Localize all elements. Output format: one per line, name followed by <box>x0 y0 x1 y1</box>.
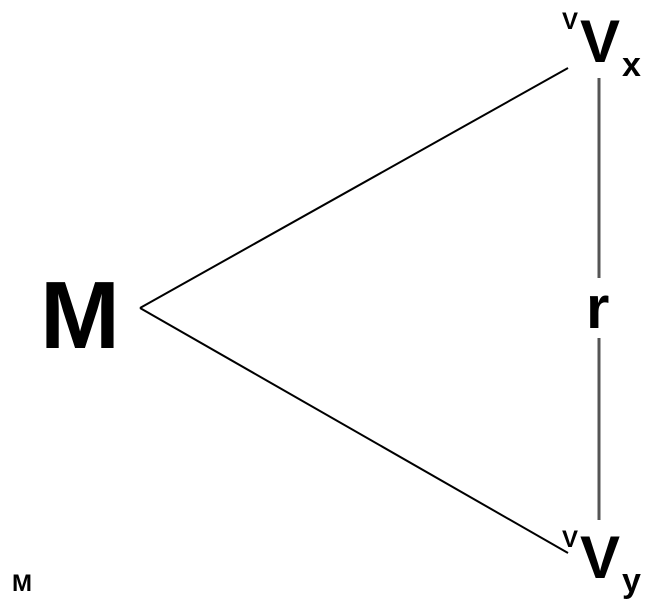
node-vx-base: V <box>580 8 621 75</box>
caption-label: M <box>12 570 32 597</box>
node-m-label: M <box>40 262 120 369</box>
node-vx-small-label: V <box>562 8 579 35</box>
edge-m-vx <box>139 67 569 309</box>
edge-m-vy <box>139 307 569 554</box>
node-vx-subscript: x <box>622 46 641 84</box>
node-vy-small-label: V <box>562 526 579 553</box>
node-vy-base: V <box>580 524 621 591</box>
edge-r-label: r <box>584 274 612 341</box>
node-vy-label: Vy <box>580 528 641 599</box>
node-vx-label: Vx <box>580 12 641 83</box>
node-vy-subscript: y <box>622 562 641 600</box>
